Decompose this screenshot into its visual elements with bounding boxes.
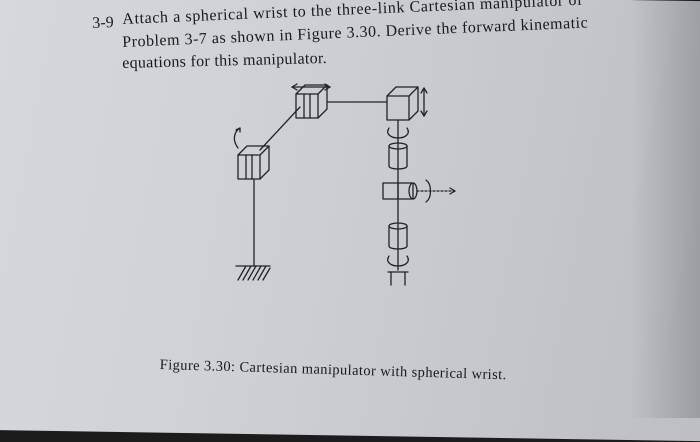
- prismatic-joint-1-icon: [237, 145, 270, 180]
- prismatic-joint-3-icon: [386, 86, 419, 121]
- prismatic-joint-2-icon: [295, 84, 328, 119]
- gripper-icon: [387, 271, 409, 286]
- wrist-cylinder-2-icon: [388, 222, 408, 250]
- ground-hatch-icon: [235, 265, 271, 281]
- rotation-arrow-icon: [233, 127, 241, 149]
- roll-arrow-icon: [387, 127, 409, 139]
- manipulator-figure: [0, 0, 700, 418]
- wrist-cylinder-1-icon: [388, 142, 408, 170]
- diagonal-link: [259, 106, 301, 151]
- wrist-pitch-joint-icon: [382, 182, 418, 200]
- roll-arrow-2-icon: [387, 255, 409, 267]
